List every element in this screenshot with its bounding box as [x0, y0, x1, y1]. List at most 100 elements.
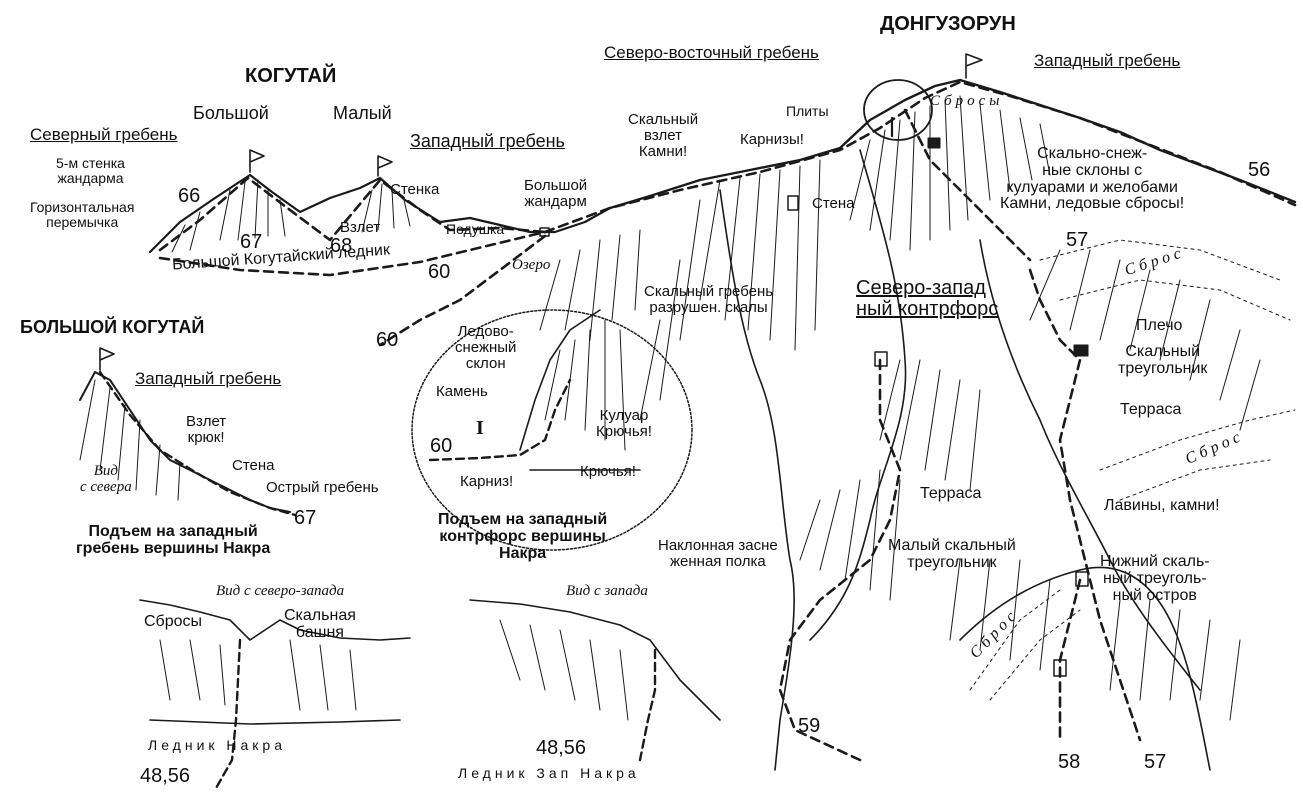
label-ice-slope: Ледово- снежный склон — [455, 323, 517, 372]
label-couloir: Кулуар Крючья! — [596, 407, 652, 440]
flag-bolshoi — [249, 149, 265, 173]
ridge-west-bolshoi-kogutai: Западный гребень — [135, 369, 282, 388]
route-60-line-b — [378, 234, 547, 347]
label-drops-left: Сбросы — [144, 613, 203, 630]
bivouac-7 — [787, 195, 799, 211]
buttress-edge-left — [719, 189, 795, 771]
label-small-triangle: Малый скальный треугольник — [888, 537, 1016, 571]
bivouac-4 — [874, 351, 888, 367]
route-57-line — [1028, 268, 1142, 742]
route-48-56a: 48,56 — [140, 765, 191, 787]
label-view-west: Вид с запада — [566, 583, 648, 599]
label-stena-bk: Стена — [232, 457, 275, 474]
label-vzlet-hook: Взлет крюк! — [186, 413, 227, 446]
bivouac-5 — [1075, 571, 1089, 587]
peak-maly: Малый — [333, 103, 392, 123]
route-ridge-line — [543, 80, 1297, 234]
inset-slope — [519, 309, 641, 471]
inset-left-sketch — [139, 599, 411, 725]
route-57a: 57 — [1066, 229, 1089, 251]
caption-left: Подъем на западный гребень вершины Накра — [76, 523, 271, 557]
label-podushka: Подушка — [446, 221, 505, 237]
label-wall-5m: 5-м стенка жандарма — [56, 155, 125, 186]
route-57b: 57 — [1144, 751, 1167, 773]
label-plates: Плиты — [786, 103, 829, 119]
peak-bolshoi-kogutai: БОЛЬШОЙ КОГУТАЙ — [20, 317, 205, 337]
label-hooks: Крючья! — [580, 463, 636, 480]
ridge-nw-buttress: Северо-запад ный контрфорс — [856, 277, 999, 320]
label-terrace-mid: Терраса — [920, 485, 982, 502]
label-rock-tower: Скальная башня — [284, 607, 356, 641]
inset-left-route — [213, 638, 242, 792]
bivouac-3 — [1073, 344, 1089, 357]
route-60-line — [158, 230, 547, 277]
label-ridge-destroyed: Скальный гребень разрушен. скалы — [644, 283, 774, 316]
route-59-line — [778, 358, 902, 762]
label-roman-I: I — [476, 417, 484, 439]
label-drops-top: Сбросы — [930, 93, 1004, 109]
bk-hatching — [79, 379, 181, 501]
inset-left-hatching — [159, 639, 357, 711]
route-60b: 60 — [376, 329, 399, 351]
route-56-line — [903, 108, 1032, 262]
peak-bolshoi: Большой — [193, 103, 269, 123]
label-big-gendarme: Большой жандарм — [524, 177, 588, 210]
couloir-line — [979, 239, 1201, 691]
dongusorun-hatching — [539, 95, 1261, 721]
ridge-west-dongusorun: Западный гребень — [1034, 51, 1181, 70]
route-68: 68 — [330, 235, 353, 257]
label-lake: Озеро — [512, 257, 551, 273]
ridge-west-kogutai: Западный гребень — [410, 131, 565, 151]
label-view-nw: Вид с северо-запада — [216, 583, 345, 599]
route-58: 58 — [1058, 751, 1081, 773]
inset-route — [428, 378, 572, 462]
flag-bolshoi-kogutai — [99, 347, 115, 371]
ridge-north-kogutai: Северный гребень — [30, 125, 178, 144]
kogutai-hatching — [171, 179, 411, 253]
bivouac-2 — [927, 137, 941, 149]
route-66: 66 — [178, 185, 201, 207]
label-avalanches: Лавины, камни! — [1104, 497, 1220, 514]
peak-kogutai: КОГУТАЙ — [245, 65, 337, 87]
label-glacier-nakra: Ледник Накра — [148, 737, 286, 753]
inset-circle — [411, 309, 693, 551]
label-rock-rise: Скальный взлет Камни! — [628, 111, 699, 160]
route-60c: 60 — [430, 435, 453, 457]
label-vzlet: Взлет — [340, 219, 381, 236]
label-stone: Камень — [436, 383, 488, 400]
label-view-north: Вид с севера — [80, 463, 132, 495]
lower-rock-edge — [959, 566, 1211, 771]
bivouac-1 — [539, 227, 550, 237]
label-wall-top: Стена — [812, 195, 855, 212]
bk-route — [98, 370, 297, 517]
label-glacier-west-nakra: Ледник Зап Накра — [458, 765, 640, 781]
label-sharp-ridge: Острый гребень — [266, 479, 379, 496]
inset-mid-route — [638, 648, 657, 762]
label-horizontal-saddle: Горизонтальная перемычка — [30, 199, 135, 230]
flag-maly — [377, 155, 393, 177]
caption-mid: Подъем на западный контрфорс вершины Нак… — [438, 511, 608, 562]
route-60a: 60 — [428, 261, 451, 283]
inset-mid-hatching — [499, 619, 629, 721]
route-48-56b: 48,56 — [536, 737, 587, 759]
label-snow-slopes: Скально-снеж- ные склоны с кулуарами и ж… — [1000, 145, 1185, 213]
label-cornice: Карниз! — [460, 473, 514, 490]
route-67b: 67 — [294, 507, 317, 529]
label-inclined-shelf: Наклонная засне женная полка — [658, 537, 778, 570]
route-66-line — [158, 176, 547, 252]
bivouac-6 — [1053, 659, 1067, 677]
label-shoulder: Плечо — [1136, 317, 1183, 334]
route-67a: 67 — [240, 231, 263, 253]
inset-hatching — [544, 319, 626, 451]
drop-band-bottom — [969, 589, 1081, 701]
peak-dongusorun: ДОНГУЗОРУН — [880, 13, 1016, 35]
label-cornices-top: Карнизы! — [740, 131, 804, 148]
flag-dongusorun — [965, 53, 983, 79]
label-lower-triangle: Нижний скаль- ный треуголь- ный остров — [1100, 553, 1210, 604]
label-stenka: Стенка — [390, 181, 440, 198]
route-56: 56 — [1248, 159, 1271, 181]
inset-mid-sketch — [469, 599, 721, 721]
ridge-north-east: Северо-восточный гребень — [604, 43, 819, 62]
